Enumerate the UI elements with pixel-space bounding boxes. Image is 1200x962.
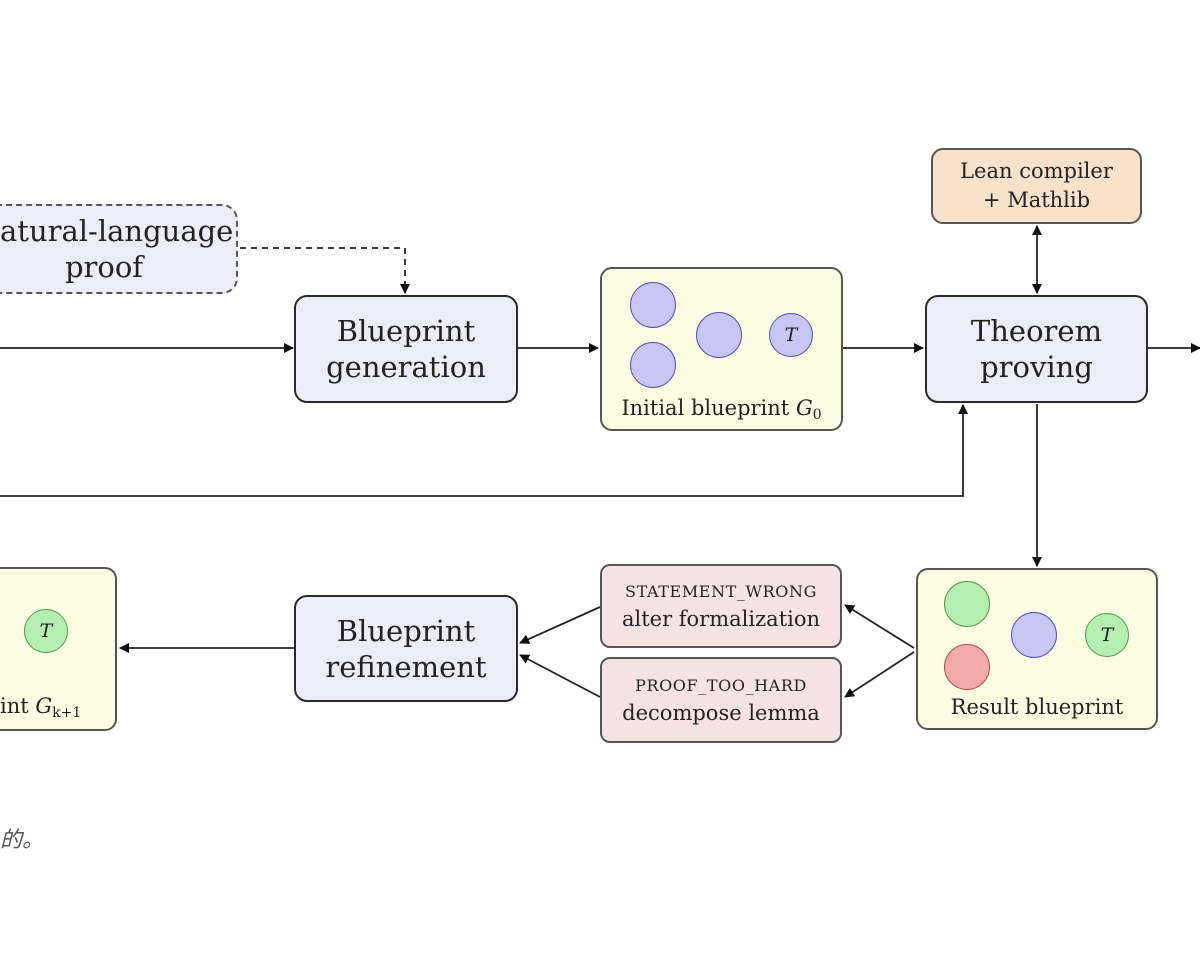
lean-compiler-line-1: Lean compiler	[960, 159, 1113, 183]
arrow-nl-proof-to-generation	[240, 247, 410, 294]
arrow-statement-wrong-to-refinement	[519, 606, 601, 644]
proof-too-hard-code: PROOF_TOO_HARD	[635, 675, 807, 695]
theorem-proving-line-2: proving	[980, 350, 1093, 384]
blueprint-generation-box: Blueprint generation	[294, 295, 518, 403]
initial-blueprint-symbol: G	[795, 396, 813, 420]
arrow-proof-too-hard-to-refinement	[519, 654, 601, 698]
result-node-middle	[1011, 612, 1057, 658]
natural-language-proof-box: Natural-language proof	[0, 204, 238, 294]
natural-language-proof-line-2: proof	[64, 250, 144, 284]
result-node-proved	[944, 581, 990, 627]
initial-node-c	[696, 312, 742, 358]
lean-compiler-line-2: + Mathlib	[982, 188, 1091, 212]
initial-target-label: T	[784, 324, 798, 346]
lean-compiler-box: Lean compiler + Mathlib	[931, 148, 1142, 224]
refined-node-target: T	[24, 609, 68, 653]
initial-blueprint-subscript: 0	[812, 407, 822, 423]
initial-blueprint-box: T Initial blueprint G0	[600, 267, 843, 431]
blueprint-refinement-line-2: refinement	[325, 649, 487, 684]
result-blueprint-label: Result blueprint	[950, 695, 1124, 719]
result-node-target: T	[1085, 613, 1129, 657]
arrow-result-to-statement-wrong	[844, 604, 915, 649]
theorem-proving-line-1: Theorem	[970, 314, 1103, 348]
refined-blueprint-label: int Gk+1	[0, 693, 81, 726]
statement-wrong-action: alter formalization	[621, 606, 821, 631]
proof-too-hard-action: decompose lemma	[622, 700, 820, 725]
blueprint-refinement-box: Blueprint refinement	[294, 595, 518, 702]
blueprint-generation-line-1: Blueprint	[336, 314, 476, 348]
theorem-proving-box: Theorem proving	[925, 295, 1148, 403]
initial-blueprint-text: Initial blueprint	[621, 396, 790, 420]
refined-blueprint-box: T int Gk+1	[0, 567, 117, 731]
initial-node-target: T	[769, 313, 813, 357]
refined-target-label: T	[39, 620, 53, 642]
proof-too-hard-box: PROOF_TOO_HARD decompose lemma	[600, 657, 842, 743]
refined-blueprint-text: int	[0, 694, 29, 718]
initial-node-b	[630, 342, 676, 388]
caption-fragment: 的。	[0, 828, 45, 853]
result-blueprint-box: T Result blueprint	[916, 568, 1158, 730]
arrow-result-to-proof-too-hard	[844, 651, 915, 698]
natural-language-proof-line-1: Natural-language	[0, 214, 234, 248]
result-target-label: T	[1100, 624, 1114, 646]
refined-blueprint-subscript: k+1	[52, 705, 82, 721]
result-node-failed	[944, 644, 990, 690]
statement-wrong-box: STATEMENT_WRONG alter formalization	[600, 564, 842, 648]
refined-blueprint-symbol: G	[35, 694, 53, 718]
initial-blueprint-label: Initial blueprint G0	[602, 395, 841, 428]
blueprint-refinement-line-1: Blueprint	[336, 613, 476, 648]
initial-node-a	[630, 282, 676, 328]
blueprint-generation-line-2: generation	[326, 350, 486, 384]
arrow-loop-to-proving	[0, 404, 968, 497]
statement-wrong-code: STATEMENT_WRONG	[625, 581, 817, 601]
